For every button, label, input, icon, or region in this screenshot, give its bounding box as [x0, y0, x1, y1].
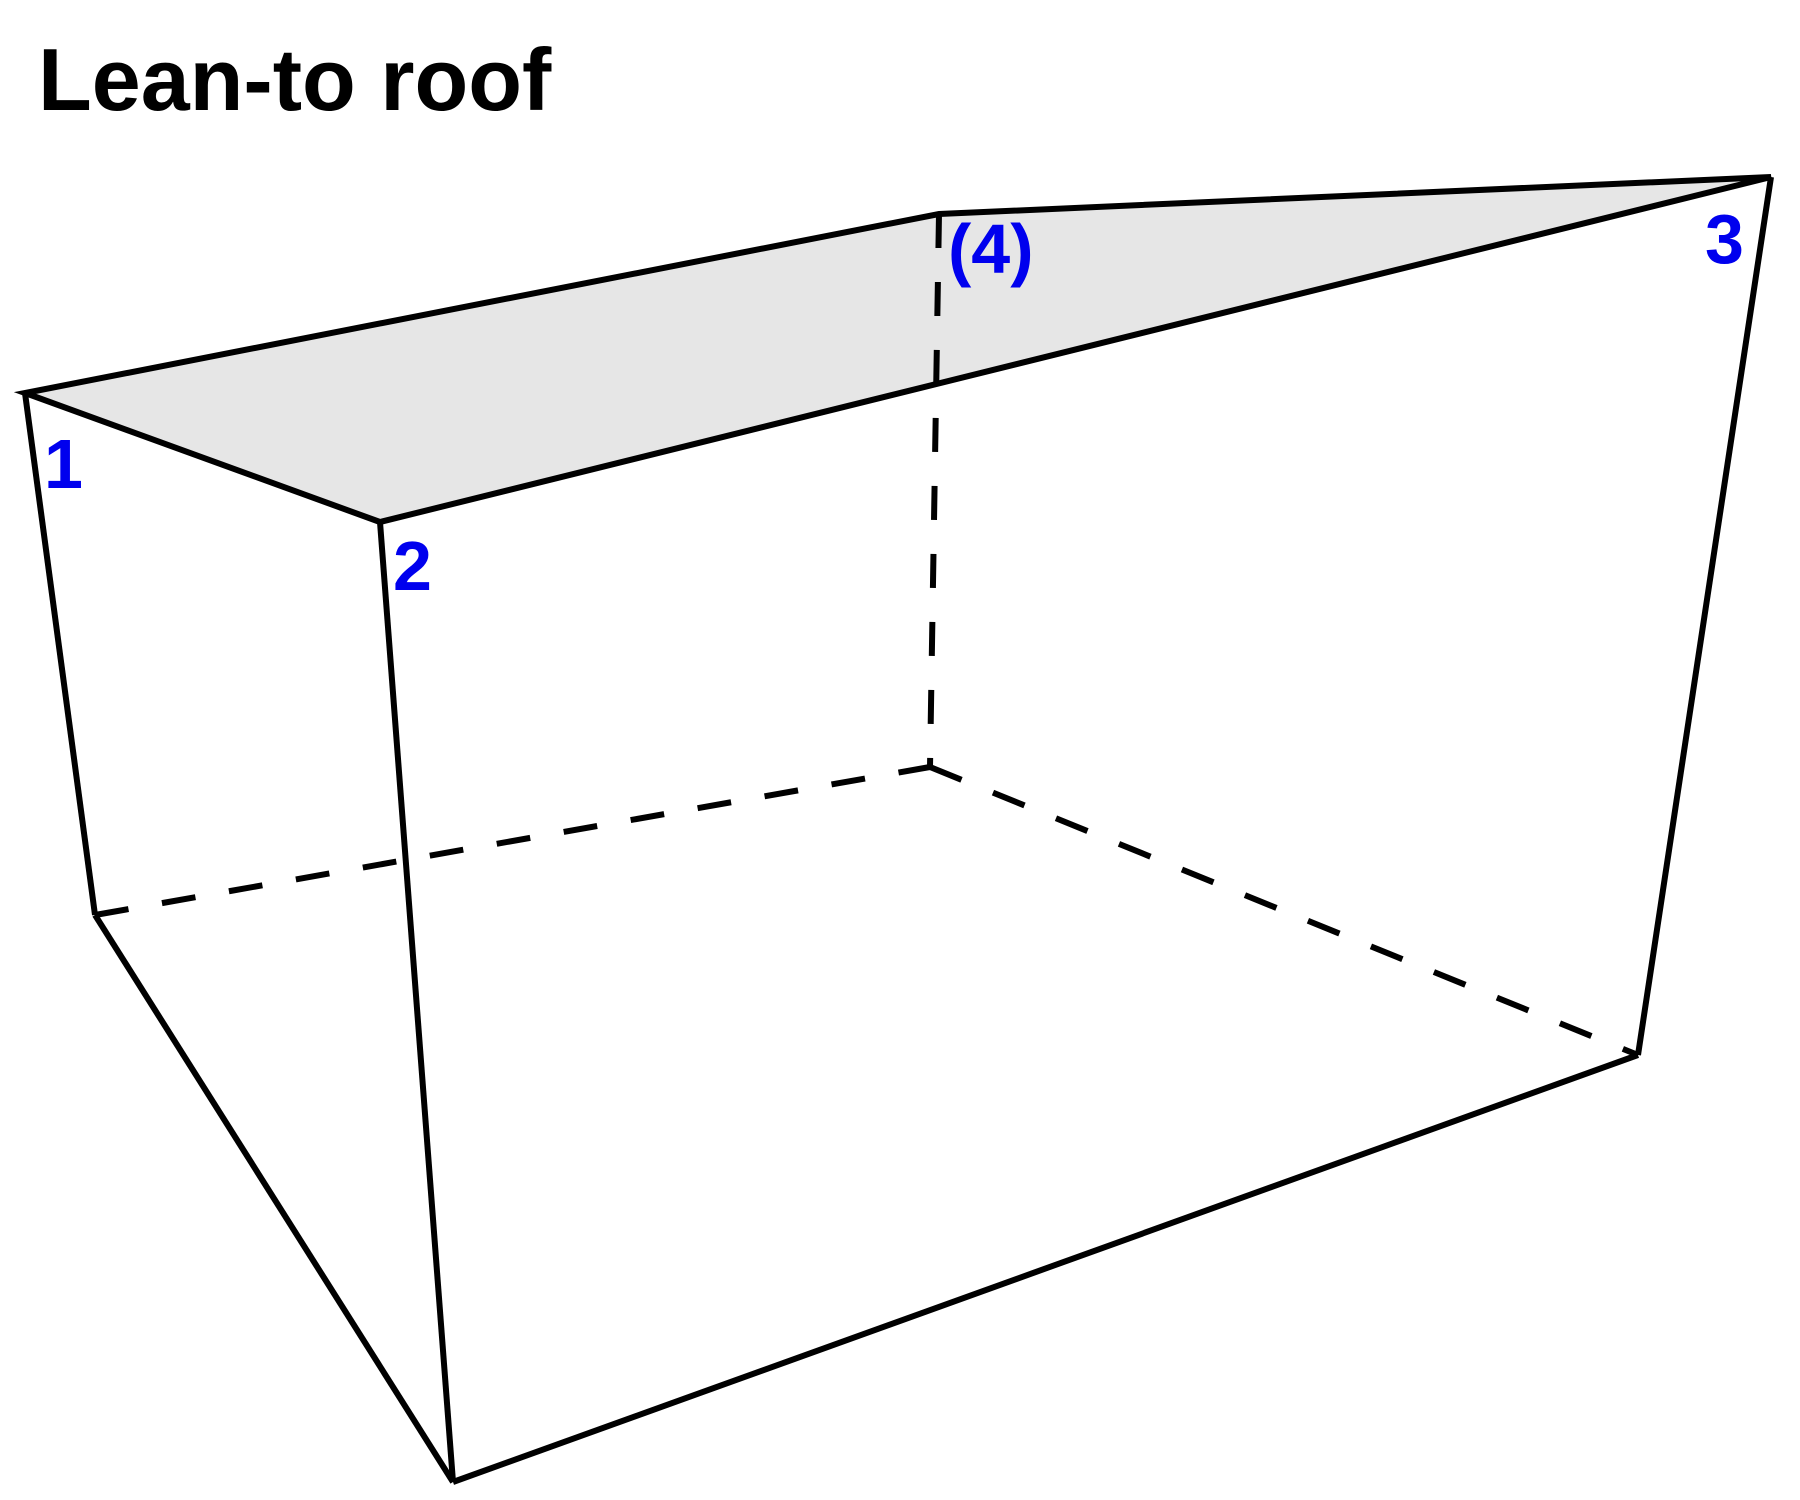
corner-label-4: (4) — [948, 210, 1034, 288]
edge-vertical-2 — [377, 521, 456, 1483]
visible-edges — [13, 174, 1774, 1485]
edge-vertical-1 — [22, 392, 98, 916]
corner-label-1: 1 — [44, 425, 83, 503]
roof-surface — [25, 177, 1771, 522]
corner-label-2: 2 — [393, 527, 432, 605]
hidden-edge-vertical-4 — [927, 213, 942, 768]
hidden-edge-bottom-1-4 — [94, 764, 931, 918]
corner-label-3: 3 — [1705, 200, 1744, 278]
roof-outline — [13, 174, 1772, 525]
hidden-edge-bottom-4-3 — [928, 764, 1640, 1058]
diagram-title: Lean-to roof — [38, 30, 552, 129]
edge-vertical-3 — [1635, 176, 1774, 1056]
hidden-edges — [94, 213, 1640, 1058]
edge-bottom-2-3 — [451, 1052, 1640, 1485]
edge-bottom-1-2 — [92, 913, 456, 1484]
